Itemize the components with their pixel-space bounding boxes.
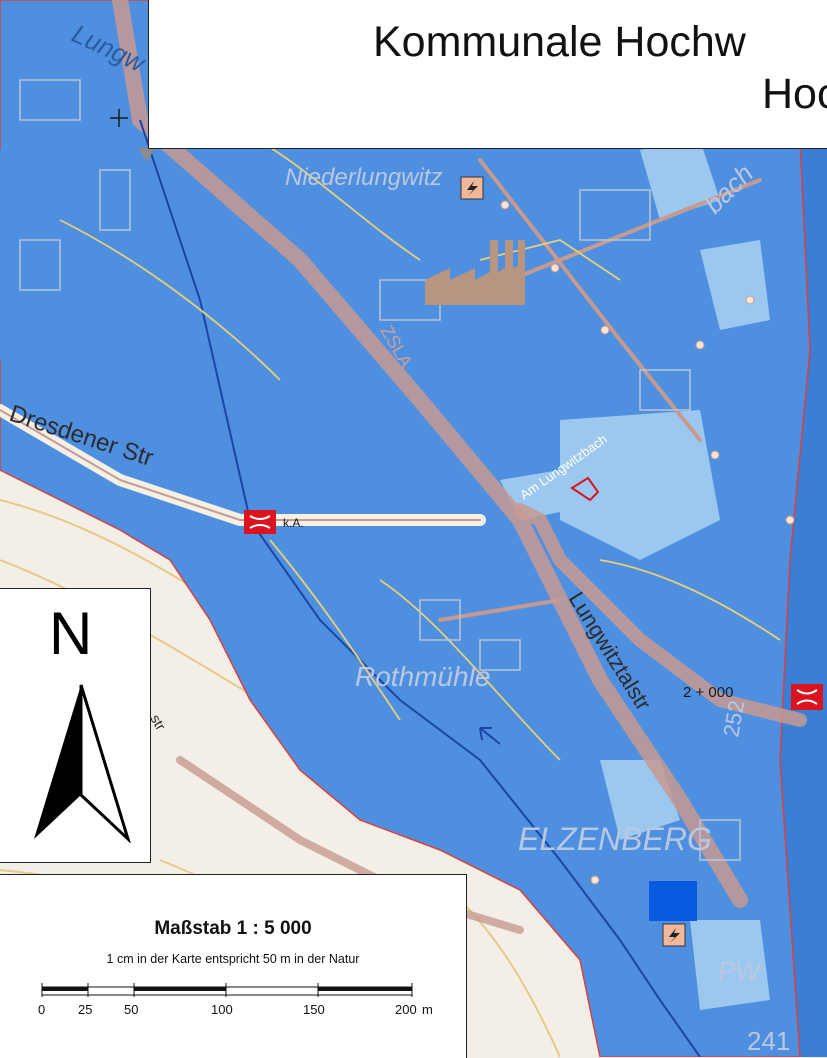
street-label-lower: str: [147, 712, 169, 734]
scale-tick-200: 200: [395, 1002, 417, 1017]
scale-subtitle: 1 cm in der Karte entspricht 50 m in der…: [106, 952, 360, 966]
scale-tick-0: 0: [38, 1002, 46, 1017]
power-icon-south[interactable]: [662, 923, 686, 947]
station-label: 2 + 000: [683, 684, 733, 701]
north-letter: N: [49, 600, 93, 667]
buildings: [19, 79, 741, 861]
place-label-elzenberg: ELZENBERG: [518, 821, 712, 857]
scale-tick-150: 150: [303, 1002, 325, 1017]
red-outline-marker: [570, 476, 600, 502]
scale-tick-25: 25: [78, 1002, 93, 1017]
north-arrow-icon: [34, 684, 131, 843]
bridge-marker-station[interactable]: [791, 684, 823, 710]
place-label-pw: PW: [718, 956, 762, 986]
road-nodes: [500, 200, 795, 885]
flood-left: [0, 140, 60, 360]
scale-title: Maßstab 1 : 5 000: [154, 918, 312, 939]
bridge-label-ka: k.A.: [283, 516, 304, 530]
flood-extent: [0, 0, 811, 1057]
flow-arrow-icon: [479, 727, 501, 745]
contour-label-241: 241: [747, 1026, 790, 1056]
power-icon[interactable]: [460, 176, 484, 200]
scale-tick-50: 50: [124, 1002, 139, 1017]
scale-unit: m: [422, 1002, 433, 1017]
map-title-line1: Kommunale Hochw: [373, 18, 746, 66]
scale-box: Maßstab 1 : 5 000 1 cm in der Karte ents…: [0, 874, 467, 1058]
blue-square-marker[interactable]: [649, 881, 697, 921]
place-label-niederlungwitz: Niederlungwitz: [285, 164, 442, 191]
factory-icon: [425, 240, 525, 305]
place-label-rothmuehle: Rothmühle: [355, 661, 490, 692]
cross-marker: [110, 109, 128, 127]
map-title-line2: Hoc: [762, 70, 827, 118]
north-arrow-box: N: [0, 588, 151, 863]
bridge-marker-ka[interactable]: [244, 510, 276, 534]
scale-bar: [41, 983, 413, 997]
creek-line: [139, 119, 701, 1057]
title-box: Kommunale Hochw Hoc: [148, 0, 827, 149]
scale-tick-100: 100: [211, 1002, 233, 1017]
gauge-triangle-icon: [138, 148, 155, 162]
